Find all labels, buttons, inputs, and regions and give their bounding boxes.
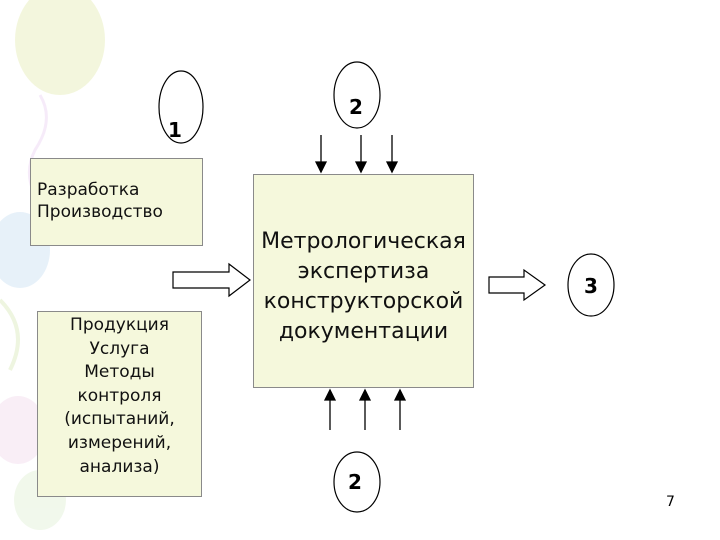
marker-3-ellipse <box>567 253 615 317</box>
product-service-box: Продукция Услуга Методы контроля (испыта… <box>37 311 202 497</box>
output-block-arrow <box>488 268 547 302</box>
marker-2-top-ellipse <box>333 61 381 129</box>
marker-2-bottom-label: 2 <box>348 470 362 494</box>
marker-2-top-label: 2 <box>349 95 363 119</box>
input-block-arrow <box>172 262 251 298</box>
development-production-box: Разработка Производство <box>30 158 203 246</box>
marker-3-label: 3 <box>584 274 598 298</box>
marker-2-bottom-ellipse <box>333 451 381 513</box>
bottom-input-arrows <box>323 388 407 430</box>
marker-1-ellipse <box>158 70 204 144</box>
marker-1-label: 1 <box>168 118 182 142</box>
metrological-expertise-box: Метрологическая экспертиза конструкторск… <box>253 174 474 388</box>
page-number: 7 <box>666 494 675 510</box>
top-input-arrows <box>314 135 399 174</box>
